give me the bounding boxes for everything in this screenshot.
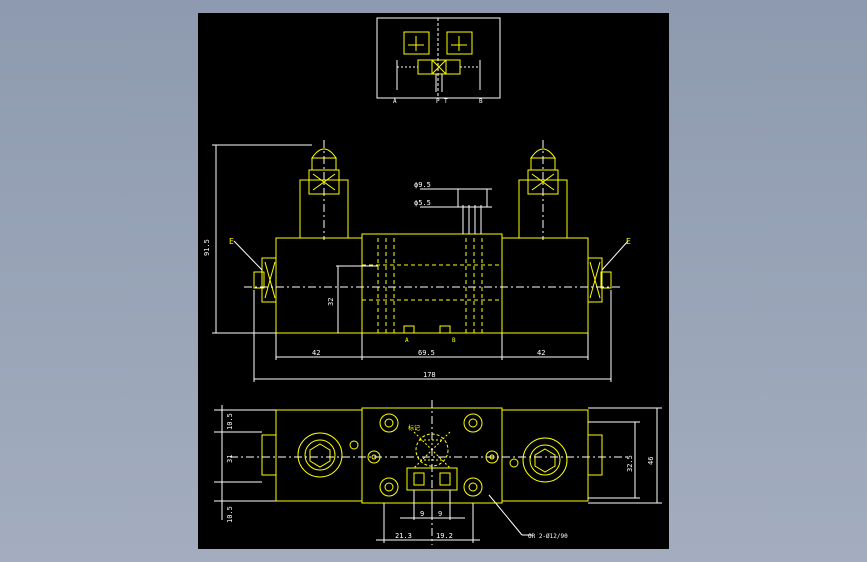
plan-left-hex bbox=[309, 443, 331, 468]
dim-hole-small: ϕ5.5 bbox=[414, 199, 431, 207]
label-port-a: A bbox=[405, 337, 409, 344]
plan-left-body bbox=[275, 409, 363, 502]
dim-left-mid: 31 bbox=[226, 455, 234, 463]
dim-center-width: 69.5 bbox=[418, 349, 435, 357]
front-view-labels: E E A B bbox=[229, 237, 631, 344]
dim-bottom-a: 9 bbox=[420, 510, 424, 518]
schematic-solenoid-right bbox=[446, 31, 473, 55]
front-view-part bbox=[253, 148, 612, 334]
dim-right-outer: 46 bbox=[647, 457, 655, 465]
schematic-box-3 bbox=[445, 59, 461, 75]
dim-bottom-d: 19.2 bbox=[436, 532, 453, 540]
plan-view-part bbox=[261, 407, 603, 504]
plan-view-labels: 标记 bbox=[408, 424, 420, 432]
left-end-plug bbox=[261, 257, 277, 303]
label-tag: 标记 bbox=[408, 424, 420, 432]
front-view-dimensions bbox=[212, 140, 629, 382]
plan-right-hex bbox=[534, 448, 556, 473]
dim-bottom-c: 21.3 bbox=[395, 532, 412, 540]
front-view-dim-text: 91.5 32 42 69.5 42 178 ϕ9.5 ϕ5.5 bbox=[203, 181, 545, 379]
schematic-solenoid-left bbox=[403, 31, 430, 55]
right-end-plug bbox=[587, 257, 603, 303]
drawing-sheet: A P T B bbox=[198, 13, 669, 549]
left-manual-override bbox=[253, 271, 265, 289]
port-label-b: B bbox=[479, 98, 483, 105]
center-valve-body bbox=[361, 233, 503, 334]
plan-right-body bbox=[501, 409, 589, 502]
mount-hole-tl bbox=[379, 413, 399, 433]
plan-view-dimensions bbox=[214, 400, 662, 545]
mount-hole-br bbox=[463, 477, 483, 497]
dim-right-inner: 32.5 bbox=[626, 455, 634, 472]
schematic-port-labels: A P T B bbox=[393, 98, 483, 105]
drawing-canvas: A P T B bbox=[203, 17, 662, 545]
label-port-b: B bbox=[452, 337, 456, 344]
dim-total-width: 178 bbox=[423, 371, 436, 379]
left-coil-body bbox=[275, 237, 363, 334]
right-coil-body bbox=[501, 237, 589, 334]
dim-bottom-b: 9 bbox=[438, 510, 442, 518]
label-e-left: E bbox=[229, 237, 234, 246]
dim-height: 91.5 bbox=[203, 239, 211, 256]
plan-right-plug bbox=[587, 434, 603, 476]
dim-left-bottom: 10.5 bbox=[226, 506, 234, 523]
port-label-a: A bbox=[393, 98, 397, 105]
plan-left-plug bbox=[261, 434, 277, 476]
plan-right-circle-outer bbox=[522, 437, 568, 483]
plan-view-dim-text: 10.5 31 10.5 32.5 46 9 9 21.3 19.2 OR 2-… bbox=[226, 413, 655, 540]
dim-right-width: 42 bbox=[537, 349, 545, 357]
label-seal: OR 2-Ø12/90 bbox=[528, 533, 568, 540]
plan-center-port bbox=[415, 433, 449, 467]
dim-left-width: 42 bbox=[312, 349, 320, 357]
schematic-box-1 bbox=[417, 59, 433, 75]
dim-inner-height: 32 bbox=[327, 298, 335, 306]
dim-left-top: 10.5 bbox=[226, 413, 234, 430]
dim-hole-large: ϕ9.5 bbox=[414, 181, 431, 189]
port-label-t: T bbox=[444, 98, 448, 105]
right-manual-override bbox=[600, 271, 612, 289]
hydraulic-schematic bbox=[376, 17, 501, 99]
mount-hole-tr bbox=[463, 413, 483, 433]
label-e-right: E bbox=[626, 237, 631, 246]
mount-hole-bl bbox=[379, 477, 399, 497]
plan-left-circle-outer bbox=[297, 432, 343, 478]
port-label-p: P bbox=[436, 98, 440, 105]
